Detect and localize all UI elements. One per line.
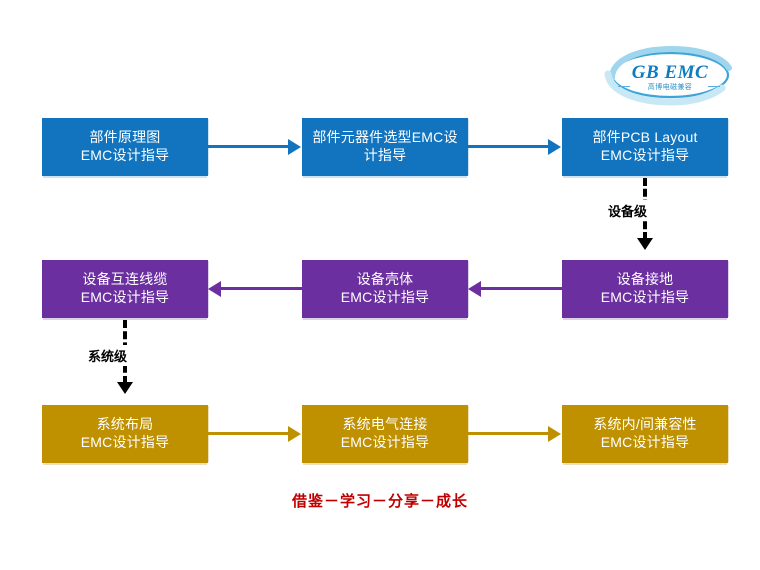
node-label-line2: EMC设计指导 xyxy=(80,434,170,450)
node-label-line1: 部件原理图 xyxy=(89,129,161,146)
node-label-line1: 系统内/间兼容性 xyxy=(593,416,697,433)
connector-row1-1-2 xyxy=(208,145,288,148)
node-component-pcb-layout[interactable]: 部件PCB Layout EMC设计指导 xyxy=(562,118,728,176)
node-system-layout[interactable]: 系统布局 EMC设计指导 xyxy=(42,405,208,463)
arrowhead-row2-2-1 xyxy=(208,281,221,297)
arrowhead-system-level xyxy=(117,382,133,394)
arrowhead-row2-3-2 xyxy=(468,281,481,297)
node-label-line2: EMC设计指导 xyxy=(600,289,690,305)
gb-emc-logo: GB EMC 高博电磁兼容 xyxy=(588,44,748,106)
arrowhead-row3-2-3 xyxy=(548,426,561,442)
node-component-part-selection[interactable]: 部件元器件选型EMC设 计指导 xyxy=(302,118,468,176)
logo-rule-left xyxy=(618,86,630,87)
connector-row3-2-3 xyxy=(468,432,548,435)
connector-row1-2-3 xyxy=(468,145,548,148)
node-label-line1: 设备接地 xyxy=(616,271,674,288)
node-system-intra-inter-compatibility[interactable]: 系统内/间兼容性 EMC设计指导 xyxy=(562,405,728,463)
transition-label-system-level: 系统级 xyxy=(85,345,131,366)
node-system-electrical-connection[interactable]: 系统电气连接 EMC设计指导 xyxy=(302,405,468,463)
logo-subtitle: 高博电磁兼容 xyxy=(647,84,693,91)
node-label-line1: 设备互连线缆 xyxy=(82,271,168,288)
node-label-line2: EMC设计指导 xyxy=(340,434,430,450)
connector-row2-3-2 xyxy=(481,287,562,290)
node-label-line1: 部件元器件选型EMC设 xyxy=(312,129,458,146)
arrowhead-device-level xyxy=(637,238,653,250)
arrowhead-row3-1-2 xyxy=(288,426,301,442)
node-device-enclosure[interactable]: 设备壳体 EMC设计指导 xyxy=(302,260,468,318)
node-label-line2: EMC设计指导 xyxy=(600,147,690,163)
node-device-grounding[interactable]: 设备接地 EMC设计指导 xyxy=(562,260,728,318)
node-label-line2: EMC设计指导 xyxy=(600,434,690,450)
node-device-interconnect-cable[interactable]: 设备互连线缆 EMC设计指导 xyxy=(42,260,208,318)
node-label-line1: 系统布局 xyxy=(96,416,154,433)
connector-row2-2-1 xyxy=(221,287,302,290)
node-label-line2: EMC设计指导 xyxy=(340,289,430,305)
node-label-line2: EMC设计指导 xyxy=(80,289,170,305)
logo-rule-right xyxy=(708,86,720,87)
node-label-line2: EMC设计指导 xyxy=(80,147,170,163)
arrowhead-row1-2-3 xyxy=(548,139,561,155)
logo-wordmark: GB EMC xyxy=(631,62,709,83)
logo-ellipse-icon xyxy=(604,45,732,106)
node-component-schematic[interactable]: 部件原理图 EMC设计指导 xyxy=(42,118,208,176)
node-label-line2: 计指导 xyxy=(363,147,407,163)
node-label-line1: 设备壳体 xyxy=(356,271,414,288)
arrowhead-row1-1-2 xyxy=(288,139,301,155)
transition-label-device-level: 设备级 xyxy=(605,200,651,221)
slogan-text: 借鉴－学习－分享－成长 xyxy=(291,493,468,510)
node-label-line1: 系统电气连接 xyxy=(342,416,428,433)
node-label-line1: 部件PCB Layout xyxy=(592,129,698,146)
connector-row3-1-2 xyxy=(208,432,288,435)
